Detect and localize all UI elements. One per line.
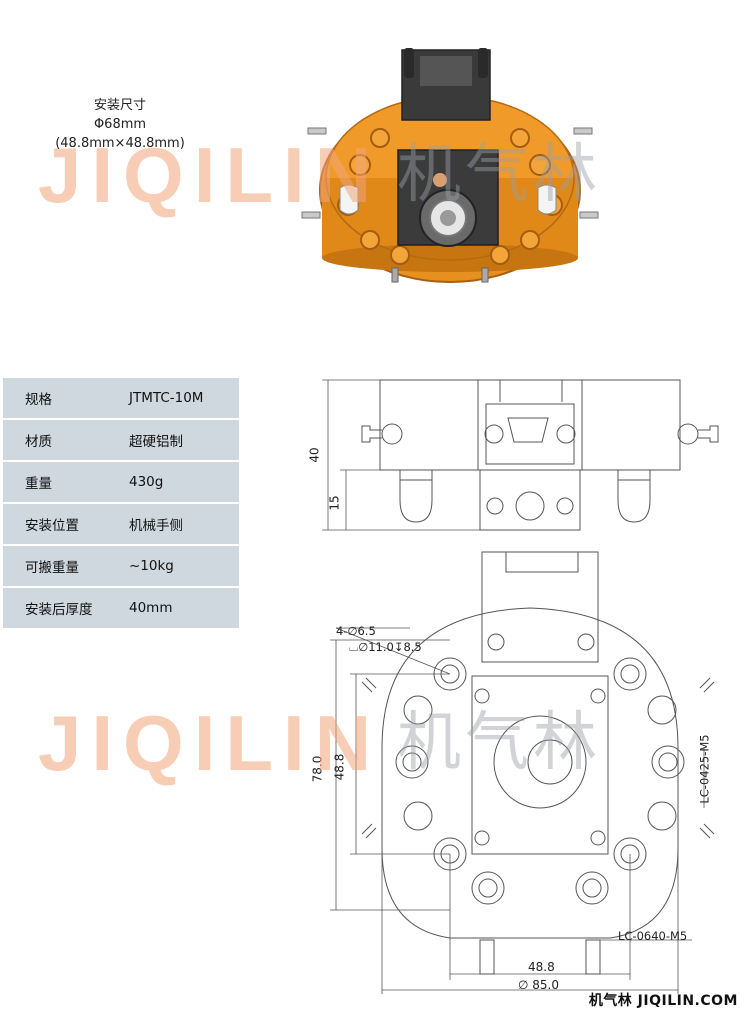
spec-key: 安装位置 bbox=[25, 518, 79, 534]
fitting-label-bottom: LC-0640-M5 bbox=[618, 929, 688, 943]
spec-value: ~10kg bbox=[129, 558, 174, 574]
spec-row: 安装位置 机械手侧 bbox=[3, 504, 239, 544]
side-dim-total: 40 bbox=[307, 447, 322, 463]
hole-note-2: ⌴∅11.0↧8.5 bbox=[349, 640, 422, 654]
top-dim-diameter: ∅ 85.0 bbox=[518, 978, 559, 992]
hole-note-1: 4-∅6.5 bbox=[336, 624, 376, 638]
mounting-caption: 安装尺寸 Φ68mm (48.8mm×48.8mm) bbox=[30, 96, 210, 153]
top-dim-inner: 48.8 bbox=[332, 753, 347, 781]
mounting-size: (48.8mm×48.8mm) bbox=[55, 136, 185, 151]
spec-row: 规格 JTMTC-10M bbox=[3, 378, 239, 418]
spec-table: 规格 JTMTC-10M 材质 超硬铝制 重量 430g 安装位置 机械手侧 可… bbox=[3, 378, 239, 630]
mounting-title: 安装尺寸 bbox=[93, 98, 146, 113]
spec-row: 重量 430g bbox=[3, 462, 239, 502]
spec-key: 材质 bbox=[25, 434, 52, 450]
spec-value: 40mm bbox=[129, 600, 173, 616]
spec-key: 安装后厚度 bbox=[25, 602, 93, 618]
spec-value: 机械手侧 bbox=[129, 518, 183, 534]
spec-key: 重量 bbox=[25, 476, 52, 492]
spec-row: 材质 超硬铝制 bbox=[3, 420, 239, 460]
spec-key: 可搬重量 bbox=[25, 560, 79, 576]
product-photo bbox=[301, 48, 599, 283]
top-dim-height: 78.0 bbox=[310, 755, 325, 783]
mounting-diameter: Φ68mm bbox=[93, 117, 147, 132]
spec-value: 430g bbox=[129, 474, 164, 490]
top-dim-width-inner: 48.8 bbox=[528, 960, 555, 974]
side-view-drawing bbox=[322, 379, 719, 531]
fitting-label-right: LC-0425-M5 bbox=[697, 734, 712, 804]
footer-brand: 机气林 JIQILIN.COM bbox=[588, 993, 738, 1009]
side-dim-lower: 15 bbox=[327, 495, 342, 511]
top-view-drawing bbox=[330, 551, 715, 994]
spec-value: JTMTC-10M bbox=[129, 390, 204, 406]
spec-row: 可搬重量 ~10kg bbox=[3, 546, 239, 586]
spec-key: 规格 bbox=[25, 392, 52, 408]
spec-value: 超硬铝制 bbox=[129, 434, 183, 450]
spec-row: 安装后厚度 40mm bbox=[3, 588, 239, 628]
